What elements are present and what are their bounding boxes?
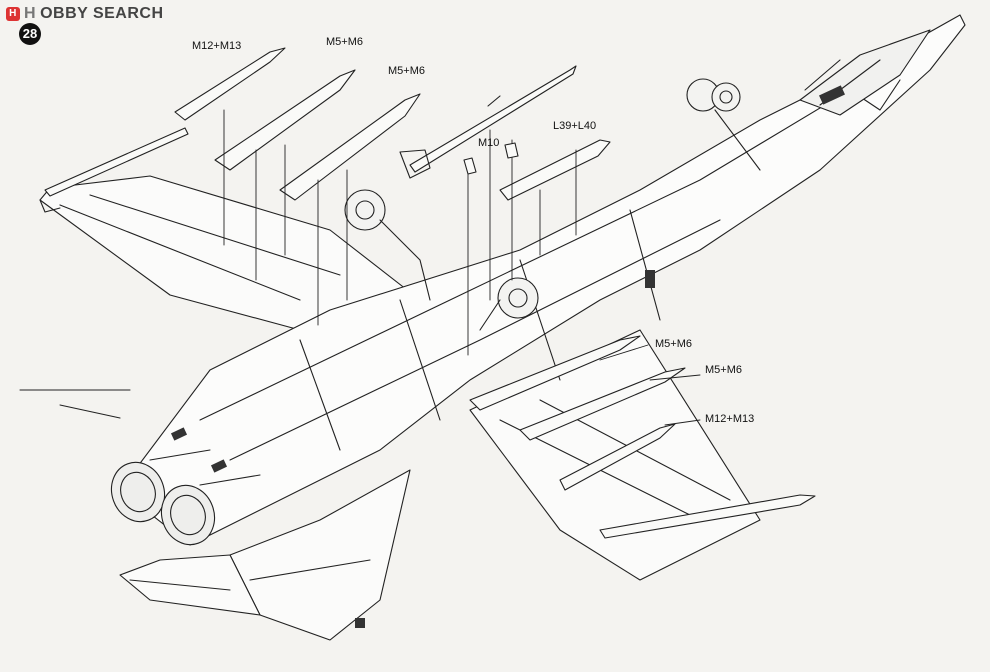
part-label-m5-m6-top-1: M5+M6 [326, 36, 363, 48]
landing-gear [344, 78, 761, 331]
m10-parts [463, 142, 519, 175]
brand-logo-icon: H [6, 7, 20, 21]
lower-tail [119, 469, 411, 641]
fuselage [119, 14, 966, 546]
part-label-m5-m6-lower-1: M5+M6 [655, 338, 692, 350]
part-label-m5-m6-lower-2: M5+M6 [705, 364, 742, 376]
part-label-m5-m6-top-2: M5+M6 [388, 65, 425, 77]
step-number-badge: 28 [19, 23, 41, 45]
panel-details [170, 85, 845, 628]
leader-lines [223, 109, 701, 426]
brand-word-b: OBBY SEARCH [40, 5, 164, 22]
engine-nozzles [110, 449, 261, 546]
reference-lines [19, 389, 131, 419]
part-label-m12-m13-top: M12+M13 [192, 40, 242, 52]
brand-word-a: H [24, 5, 37, 22]
part-label-m10: M10 [478, 137, 500, 149]
upper-pylons [174, 47, 611, 201]
part-label-l39-l40: L39+L40 [553, 120, 597, 132]
part-label-m12-m13-lower: M12+M13 [705, 413, 755, 425]
lower-pylons [469, 335, 816, 539]
upper-missiles [44, 65, 577, 197]
